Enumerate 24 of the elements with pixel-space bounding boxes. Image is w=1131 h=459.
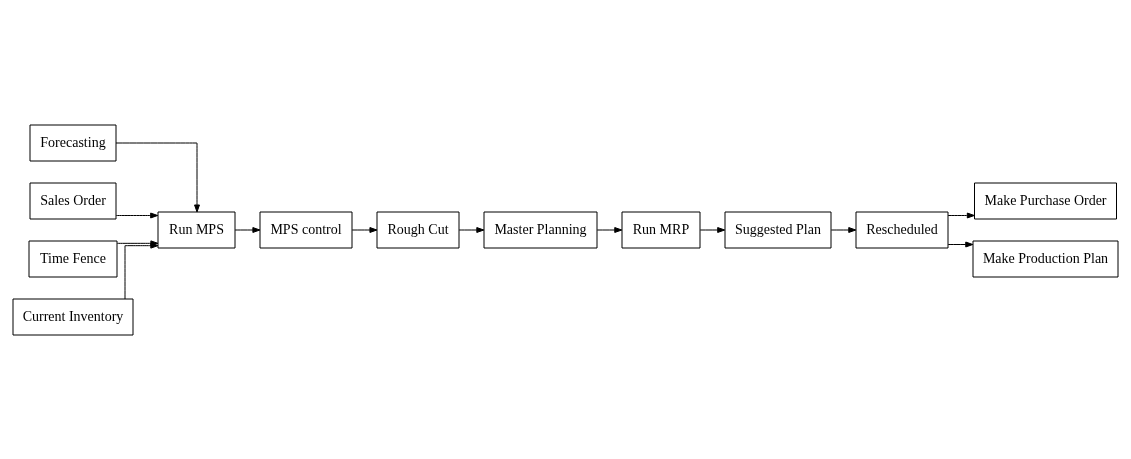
- node-box: Rough Cut: [376, 211, 460, 248]
- node-box: Time Fence: [28, 240, 118, 277]
- node-box: Forecasting: [29, 124, 117, 161]
- node-box: Rescheduled: [855, 211, 949, 248]
- arrow: [596, 226, 623, 233]
- node-box: Run MRP: [621, 211, 701, 248]
- arrow: [947, 241, 974, 247]
- arrow: [830, 226, 857, 233]
- node-box: Run MPS: [157, 211, 236, 248]
- node-box: MPS control: [259, 211, 353, 248]
- node-box: Make Purchase Order: [974, 182, 1117, 219]
- node-box: Master Planning: [483, 211, 598, 248]
- arrow: [124, 242, 159, 299]
- node-box: Make Production Plan: [972, 240, 1119, 277]
- arrow: [947, 212, 975, 218]
- node-box: Suggested Plan: [724, 211, 832, 248]
- node-box: Current Inventory: [12, 298, 134, 335]
- node-box: Sales Order: [29, 182, 117, 219]
- arrow: [115, 212, 159, 218]
- arrow: [699, 226, 726, 233]
- arrow: [351, 226, 378, 233]
- arrow: [458, 226, 485, 233]
- arrow: [115, 142, 200, 212]
- arrow: [234, 226, 261, 233]
